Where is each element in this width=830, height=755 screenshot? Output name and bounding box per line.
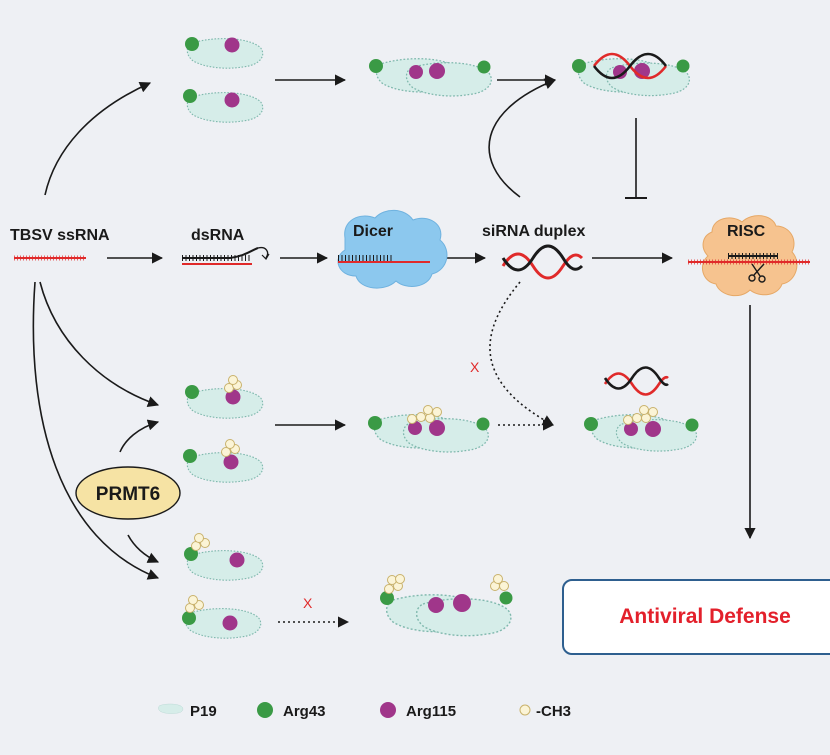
p19-dimer-bottom bbox=[380, 574, 513, 637]
block-mark-bottom: X bbox=[303, 595, 313, 611]
legend-label-p19: P19 bbox=[190, 703, 217, 720]
p19-monomer-mid-2 bbox=[183, 439, 264, 483]
prmt6-enzyme bbox=[75, 466, 181, 520]
block-mark-sirna: X bbox=[470, 359, 480, 375]
p19-monomer-bottom-1 bbox=[184, 533, 264, 581]
legend-methyl: -CH3 bbox=[519, 703, 571, 720]
p19-sirna-complex-top bbox=[572, 52, 691, 97]
arrow-prmt6-to-bottom bbox=[127, 534, 160, 563]
p19-monomer-top-1 bbox=[185, 37, 264, 69]
legend-arg43: Arg43 bbox=[257, 702, 326, 720]
label-prmt6: PRMT6 bbox=[96, 484, 160, 505]
purple-dot-icon bbox=[380, 702, 396, 718]
sirna-duplex bbox=[501, 244, 584, 280]
label-ssrna: TBSV ssRNA bbox=[10, 227, 110, 244]
flow-arrows bbox=[32, 74, 756, 628]
p19-monomer-mid-1 bbox=[185, 375, 264, 419]
p19-monomer-top-2 bbox=[183, 89, 264, 123]
scissors-icon bbox=[748, 263, 766, 283]
label-dsrna: dsRNA bbox=[191, 227, 245, 244]
green-dot-icon bbox=[257, 702, 273, 718]
legend-p19: P19 bbox=[158, 703, 217, 720]
dotted-arrow-sirna-blocked bbox=[489, 281, 554, 426]
arrow-sirna-to-complex bbox=[488, 78, 557, 198]
p19-dimer-mid bbox=[368, 405, 490, 453]
label-dicer: Dicer bbox=[353, 223, 393, 240]
methyl-dot-icon bbox=[519, 704, 531, 716]
legend: P19 Arg43 Arg115 -CH3 bbox=[158, 702, 571, 720]
legend-label-arg115: Arg115 bbox=[406, 703, 456, 720]
p19-dimer-top bbox=[369, 57, 492, 97]
free-sirna-duplex bbox=[603, 366, 669, 396]
p19-dimer-mid-right bbox=[584, 405, 699, 452]
label-risc: RISC bbox=[727, 223, 766, 240]
dsrna-hairpin bbox=[182, 246, 270, 265]
arrow-ssrna-to-p19-bottom bbox=[32, 281, 160, 580]
arrow-prmt6-to-mid bbox=[119, 419, 160, 453]
risc-complex bbox=[688, 215, 810, 297]
legend-label-arg43: Arg43 bbox=[283, 703, 326, 720]
dicer-enzyme bbox=[337, 209, 448, 289]
p19-monomer-bottom-2 bbox=[182, 595, 262, 639]
label-sirna: siRNA duplex bbox=[482, 223, 586, 240]
antiviral-defense-box: Antiviral Defense bbox=[562, 579, 830, 655]
legend-arg115: Arg115 bbox=[380, 702, 456, 720]
legend-label-methyl: -CH3 bbox=[536, 703, 571, 720]
antiviral-defense-label: Antiviral Defense bbox=[619, 605, 791, 628]
arrow-ssrna-to-p19-top bbox=[44, 82, 152, 196]
arrow-ssrna-to-p19-mid bbox=[39, 281, 160, 408]
